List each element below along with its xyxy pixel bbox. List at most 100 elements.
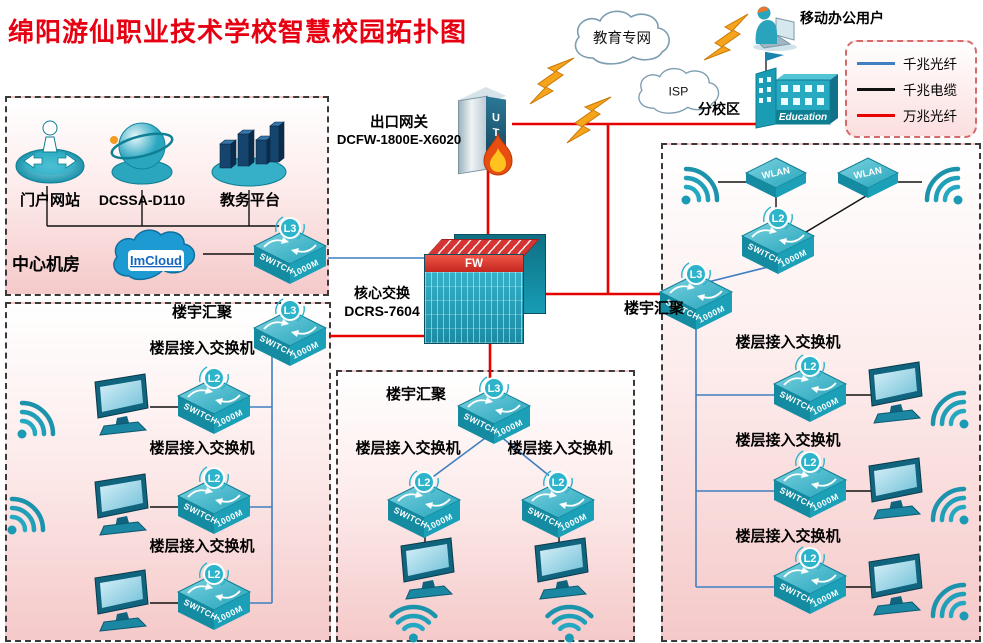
portal-website-icon	[12, 110, 88, 193]
legend-line-sample	[857, 61, 895, 65]
right-agg-l3-switch: SWITCH 1000M L3	[658, 262, 734, 337]
computer-icon	[534, 537, 589, 600]
wifi-icon	[676, 156, 728, 213]
globe-icon	[110, 122, 174, 185]
right-agg-label: 楼宇汇聚	[623, 300, 684, 317]
legend-item-label: 万兆光纤	[903, 109, 957, 124]
wifi-icon	[681, 166, 720, 205]
wifi-icon	[930, 582, 969, 621]
portal-label: 门户网站	[19, 192, 80, 209]
mid-floor1-label: 楼层接入交换机	[355, 440, 461, 457]
wifi-icon	[922, 572, 974, 629]
left-agg-label: 楼宇汇聚	[171, 304, 232, 321]
svg-text:教育专网: 教育专网	[593, 30, 651, 47]
flame-icon	[482, 132, 514, 183]
core-front-face: FW	[424, 254, 524, 344]
wifi-icon	[12, 390, 64, 447]
left-floor3-l2-switch: SWITCH 1000M L2	[176, 562, 252, 637]
wlan-ap-1: WLAN	[742, 154, 810, 207]
edu-platform-icon	[206, 106, 292, 195]
right-floor2-label: 楼层接入交换机	[735, 432, 841, 449]
wifi-icon	[916, 156, 968, 213]
core-name: 核心交换	[354, 285, 410, 301]
switch-icon: SWITCH 1000M L3	[252, 216, 328, 284]
wifi-icon	[2, 486, 54, 543]
right-floor1-l2-switch: SWITCH 1000M L2	[772, 354, 848, 429]
svg-text:L3: L3	[488, 383, 501, 395]
legend-panel: 千兆光纤 千兆电缆 万兆光纤	[845, 40, 977, 138]
dcssa-label: DCSSA-D110	[98, 192, 186, 208]
mobile-user-icon	[748, 2, 802, 57]
copper-links	[46, 181, 922, 604]
svg-text:L3: L3	[284, 305, 297, 317]
legend-item-label: 千兆电缆	[903, 83, 957, 98]
wifi-icon	[17, 400, 56, 439]
switch-icon: SWITCH 1000M L2	[386, 470, 462, 538]
svg-text:L2: L2	[418, 477, 431, 489]
server-room-title: 中心机房	[12, 255, 80, 274]
utm-gateway-device: UTM	[458, 84, 518, 182]
imcloud-icon: ImCloud	[106, 220, 206, 291]
dcssa-icon	[102, 110, 182, 195]
cloud-icon: ISP	[638, 67, 720, 114]
switch-icon: SWITCH 1000M L2	[176, 562, 252, 630]
svg-text:L2: L2	[804, 361, 817, 373]
imcloud-icon: ImCloud	[113, 229, 196, 281]
wifi-icon	[389, 604, 438, 643]
gateway-model: DCFW-1800E-X6020	[336, 132, 462, 148]
svg-text:L2: L2	[804, 553, 817, 565]
fiber-10g-links	[330, 122, 756, 388]
link-right-topl2-l3	[703, 265, 773, 284]
wifi-icon	[922, 380, 974, 437]
core-model: DCRS-7604	[344, 303, 420, 320]
right-floor3-computer	[864, 552, 926, 625]
svg-text:L3: L3	[284, 223, 297, 235]
switch-icon: SWITCH 1000M L2	[772, 546, 848, 614]
page-title: 绵阳游仙职业技术学校智慧校园拓扑图	[8, 17, 468, 47]
switch-icon: SWITCH 1000M L2	[740, 206, 816, 274]
svg-text:L2: L2	[208, 569, 221, 581]
servers-icon	[211, 121, 287, 187]
right-floor3-l2-switch: SWITCH 1000M L2	[772, 546, 848, 621]
core-switch-device: FW	[424, 234, 546, 346]
left-floor2-computer	[90, 472, 152, 545]
svg-text:L2: L2	[552, 477, 565, 489]
flame-icon	[483, 132, 513, 176]
lightning-icon	[566, 96, 612, 144]
wifi-icon	[930, 390, 969, 429]
switch-icon: SWITCH 1000M L3	[456, 376, 532, 444]
svg-text:ImCloud: ImCloud	[130, 253, 182, 268]
left-floor1-computer	[90, 372, 152, 445]
right-floor1-computer	[864, 360, 926, 433]
svg-text:ISP: ISP	[669, 84, 689, 98]
switch-icon: SWITCH 1000M L2	[520, 470, 596, 538]
wifi-icon	[545, 604, 594, 643]
computer-icon	[868, 457, 923, 520]
wifi-icon	[386, 588, 438, 643]
switch-icon: SWITCH 1000M L2	[176, 366, 252, 434]
mid-floor2-label: 楼层接入交换机	[507, 440, 613, 457]
right-floor2-computer	[864, 456, 926, 529]
switch-icon: SWITCH 1000M L3	[658, 262, 734, 330]
mid-floor2-computer	[530, 536, 592, 609]
gateway-label: 出口网关 DCFW-1800E-X6020	[336, 114, 462, 149]
link-mid-l2-1	[425, 435, 489, 483]
mobile-user-label: 移动办公用户	[800, 10, 884, 26]
core-rack-slats	[425, 272, 523, 343]
mobile-user-icon	[753, 6, 797, 51]
mid-agg-l3-switch: SWITCH 1000M L3	[456, 376, 532, 451]
computer-icon	[400, 537, 455, 600]
wifi-icon	[542, 588, 594, 643]
switch-icon: SWITCH 1000M L2	[176, 466, 252, 534]
mid-floor2-l2-switch: SWITCH 1000M L2	[520, 470, 596, 545]
svg-text:L2: L2	[804, 457, 817, 469]
mid-floor1-l2-switch: SWITCH 1000M L2	[386, 470, 462, 545]
core-label: 核心交换 DCRS-7604	[340, 284, 424, 320]
legend-line-sample	[857, 113, 895, 117]
left-floor3-label: 楼层接入交换机	[149, 538, 255, 555]
portal-icon	[15, 120, 85, 184]
computer-icon	[94, 569, 149, 632]
left-floor3-computer	[90, 568, 152, 641]
right-floor1-label: 楼层接入交换机	[735, 334, 841, 351]
